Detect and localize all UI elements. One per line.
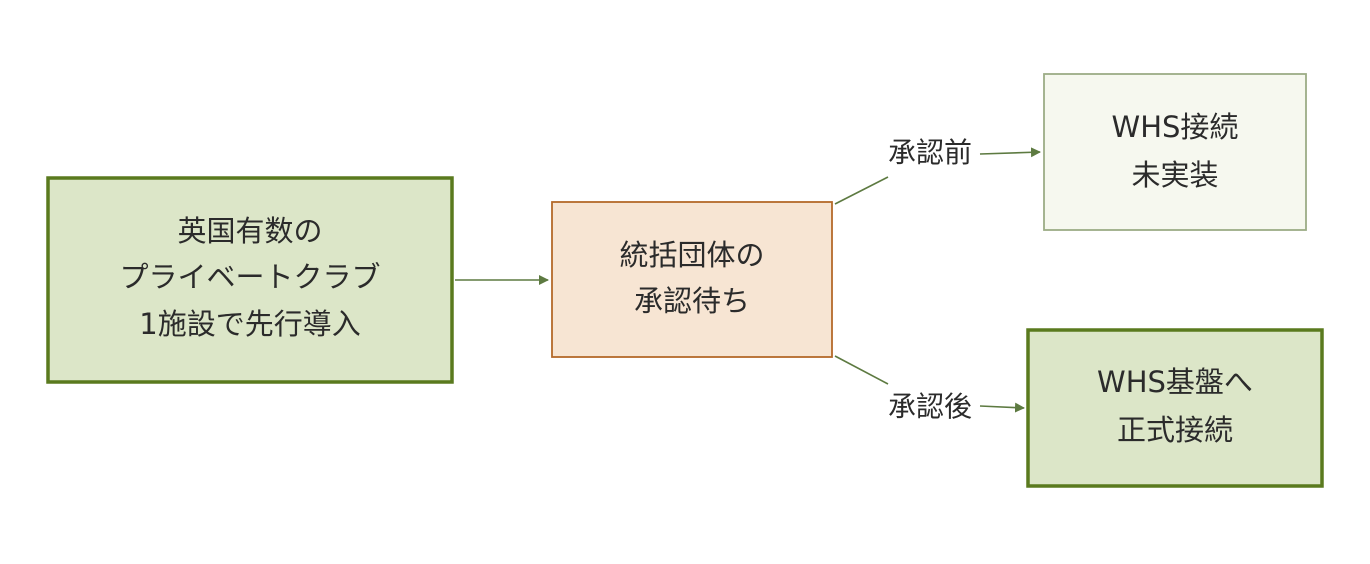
node-unimplemented-line-2: 未実装 [1131, 158, 1218, 192]
edge-approval-to-before-label [834, 176, 889, 205]
node-official-box [1026, 328, 1324, 488]
node-approval-line-2: 承認待ち [634, 284, 750, 318]
node-approval-line-1: 統括団体の [619, 238, 764, 272]
node-pilot-box [46, 176, 454, 384]
node-awaiting-approval: 統括団体の 承認待ち [551, 201, 833, 358]
node-official-line-2: 正式接続 [1117, 413, 1233, 447]
node-pilot-line-1: 英国有数の [177, 214, 322, 248]
edge-label-before: 承認前 [888, 136, 972, 169]
node-pilot-introduction: 英国有数の プライベートクラブ 1施設で先行導入 [46, 176, 454, 384]
node-official-line-1: WHS基盤へ [1097, 365, 1253, 399]
node-approval-box [551, 201, 833, 358]
edge-before-label-to-unimplemented [979, 147, 1041, 158]
edge-approval-to-after-label [834, 355, 889, 385]
edge-after-label-to-official [979, 402, 1025, 413]
node-unimplemented-line-1: WHS接続 [1112, 110, 1239, 144]
node-whs-unimplemented: WHS接続 未実装 [1043, 73, 1307, 231]
node-pilot-line-3: 1施設で先行導入 [139, 307, 360, 341]
edges [455, 147, 1041, 413]
node-pilot-line-2: プライベートクラブ [119, 260, 380, 294]
edge-label-after: 承認後 [888, 390, 972, 423]
node-unimplemented-box [1043, 73, 1307, 231]
node-whs-official-connection: WHS基盤へ 正式接続 [1026, 328, 1324, 488]
